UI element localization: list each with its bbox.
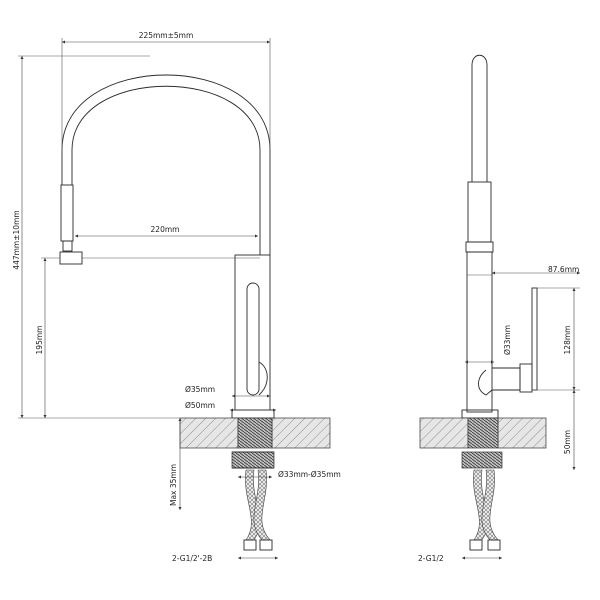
dim-max-thickness: Max 35mm [169,464,178,506]
dim-body-dia: Ø35mm [185,385,215,394]
side-countertop-left [419,417,469,449]
front-countertop-right [271,417,331,449]
dim-side-hose-thread: 2-G1/2 [418,554,444,563]
front-spout-arch-inner [71,85,261,255]
side-threaded-shank [467,417,499,449]
side-hose-right [481,469,499,541]
front-spout-arch [61,74,271,255]
front-base-plate [231,409,275,419]
side-view [419,54,547,551]
front-dimensions: 225mm±5mm 220mm 447mm±10mm 195mm Ø35mm Ø… [12,31,341,563]
dim-hole-dia: Ø33mm-Ø35mm [278,470,341,479]
dim-side-lever-length: 87.6mm [548,265,579,274]
side-lever-stem [531,287,538,391]
front-spray-head [59,251,83,265]
side-countertop-right [497,417,547,449]
dim-side-clearance: 50mm [563,430,572,454]
dim-inner-width: 220mm [151,225,180,234]
dim-side-lever-height: 128mm [563,326,572,355]
front-mounting-nut [231,451,275,469]
front-countertop-left [179,417,239,449]
dim-front-hose-thread: 2-G1/2'-2B [172,554,212,563]
front-hose-fitting-left [243,539,257,551]
dim-top-width: 225mm±5mm [139,31,194,40]
dim-total-height: 447mm±10mm [12,210,21,269]
side-lever-handle [519,363,533,393]
dim-side-body-dia: Ø33mm [503,325,512,355]
front-sprayer-collar [62,240,73,252]
front-threaded-shank [237,417,273,449]
side-dimensions: Ø33mm 87.6mm 128mm 50mm 2-G1/2 [418,265,580,563]
dim-base-dia: Ø50mm [185,401,215,410]
front-lever [246,282,260,396]
side-lever-arm [492,367,521,391]
dim-spout-height: 195mm [35,326,44,355]
front-view [59,74,331,551]
front-hose-fitting-right [259,539,273,551]
front-sprayer-grip [60,184,74,242]
side-body [466,251,493,413]
side-sprayer-grip [467,181,492,243]
front-hose-right [253,469,271,541]
side-spout [471,54,488,182]
side-mounting-nut [461,451,503,469]
